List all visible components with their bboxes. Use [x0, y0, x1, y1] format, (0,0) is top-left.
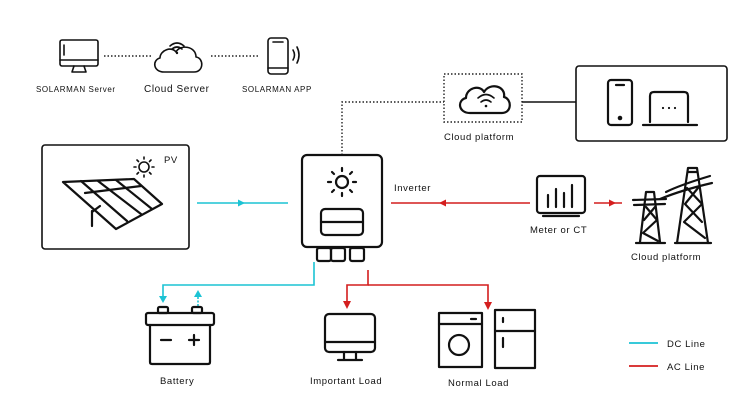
- important-load-ac-line: [346, 270, 369, 303]
- cloud-wifi-icon: [154, 42, 203, 73]
- cloud-platform-label: Cloud platform: [444, 132, 514, 143]
- normal-load-label: Normal Load: [448, 378, 509, 389]
- refrigerator-icon: [493, 308, 537, 370]
- dc-arrow-up-icon: [194, 290, 202, 297]
- inverter-icon: [300, 153, 384, 263]
- ac-arrow-icon: [609, 199, 616, 207]
- meter-icon: [535, 174, 587, 218]
- washing-machine-icon: [437, 311, 484, 369]
- battery-icon: [144, 305, 216, 366]
- solarman-app-label: SOLARMAN APP: [242, 85, 312, 94]
- normal-load-ac-line: [368, 284, 489, 304]
- grid-label: Cloud platform: [631, 252, 701, 263]
- ac-arrow-down-icon: [343, 301, 351, 309]
- legend-label: DC Line: [667, 339, 706, 350]
- battery-label: Battery: [160, 376, 194, 387]
- dc-arrow-down-icon: [159, 296, 167, 303]
- cloud-wifi-icon: [459, 85, 511, 115]
- legend-item-ac: AC Line: [629, 362, 705, 373]
- dc-arrow-icon: [238, 199, 245, 207]
- phone-signal-icon: [267, 37, 300, 75]
- phone-icon: [606, 78, 634, 127]
- laptop-icon: [641, 90, 699, 127]
- sun-icon: [133, 156, 155, 178]
- cloud-platform-box: Cloud platform: [443, 73, 523, 143]
- ac-arrow-down-icon: [484, 302, 492, 310]
- pv-label: PV: [164, 155, 178, 166]
- legend: DC Line AC Line: [629, 339, 706, 373]
- legend-item-dc: DC Line: [629, 339, 706, 350]
- cloud-server-label: Cloud Server: [144, 84, 210, 95]
- inverter-label: Inverter: [394, 183, 431, 194]
- solarman-server-label: SOLARMAN Server: [36, 85, 116, 94]
- ac-arrow-icon: [439, 199, 446, 207]
- legend-label: AC Line: [667, 362, 705, 373]
- inverter-to-cloud-dotted-line: [341, 101, 444, 155]
- cloud-server-group: Cloud Server: [144, 42, 210, 95]
- meter-label: Meter or CT: [530, 225, 587, 236]
- important-load-monitor-icon: [323, 312, 377, 362]
- battery-dc-line: [162, 262, 315, 297]
- pv-panel-box: PV: [41, 144, 190, 250]
- monitor-icon: [59, 39, 99, 73]
- devices-box: [575, 65, 728, 142]
- power-tower-icon: [631, 166, 714, 245]
- important-load-label: Important Load: [310, 376, 382, 387]
- solar-panel-icon: [61, 177, 164, 231]
- solarman-app-group: SOLARMAN APP: [242, 37, 312, 94]
- solarman-server-group: SOLARMAN Server: [36, 39, 116, 94]
- sun-icon: [326, 166, 358, 198]
